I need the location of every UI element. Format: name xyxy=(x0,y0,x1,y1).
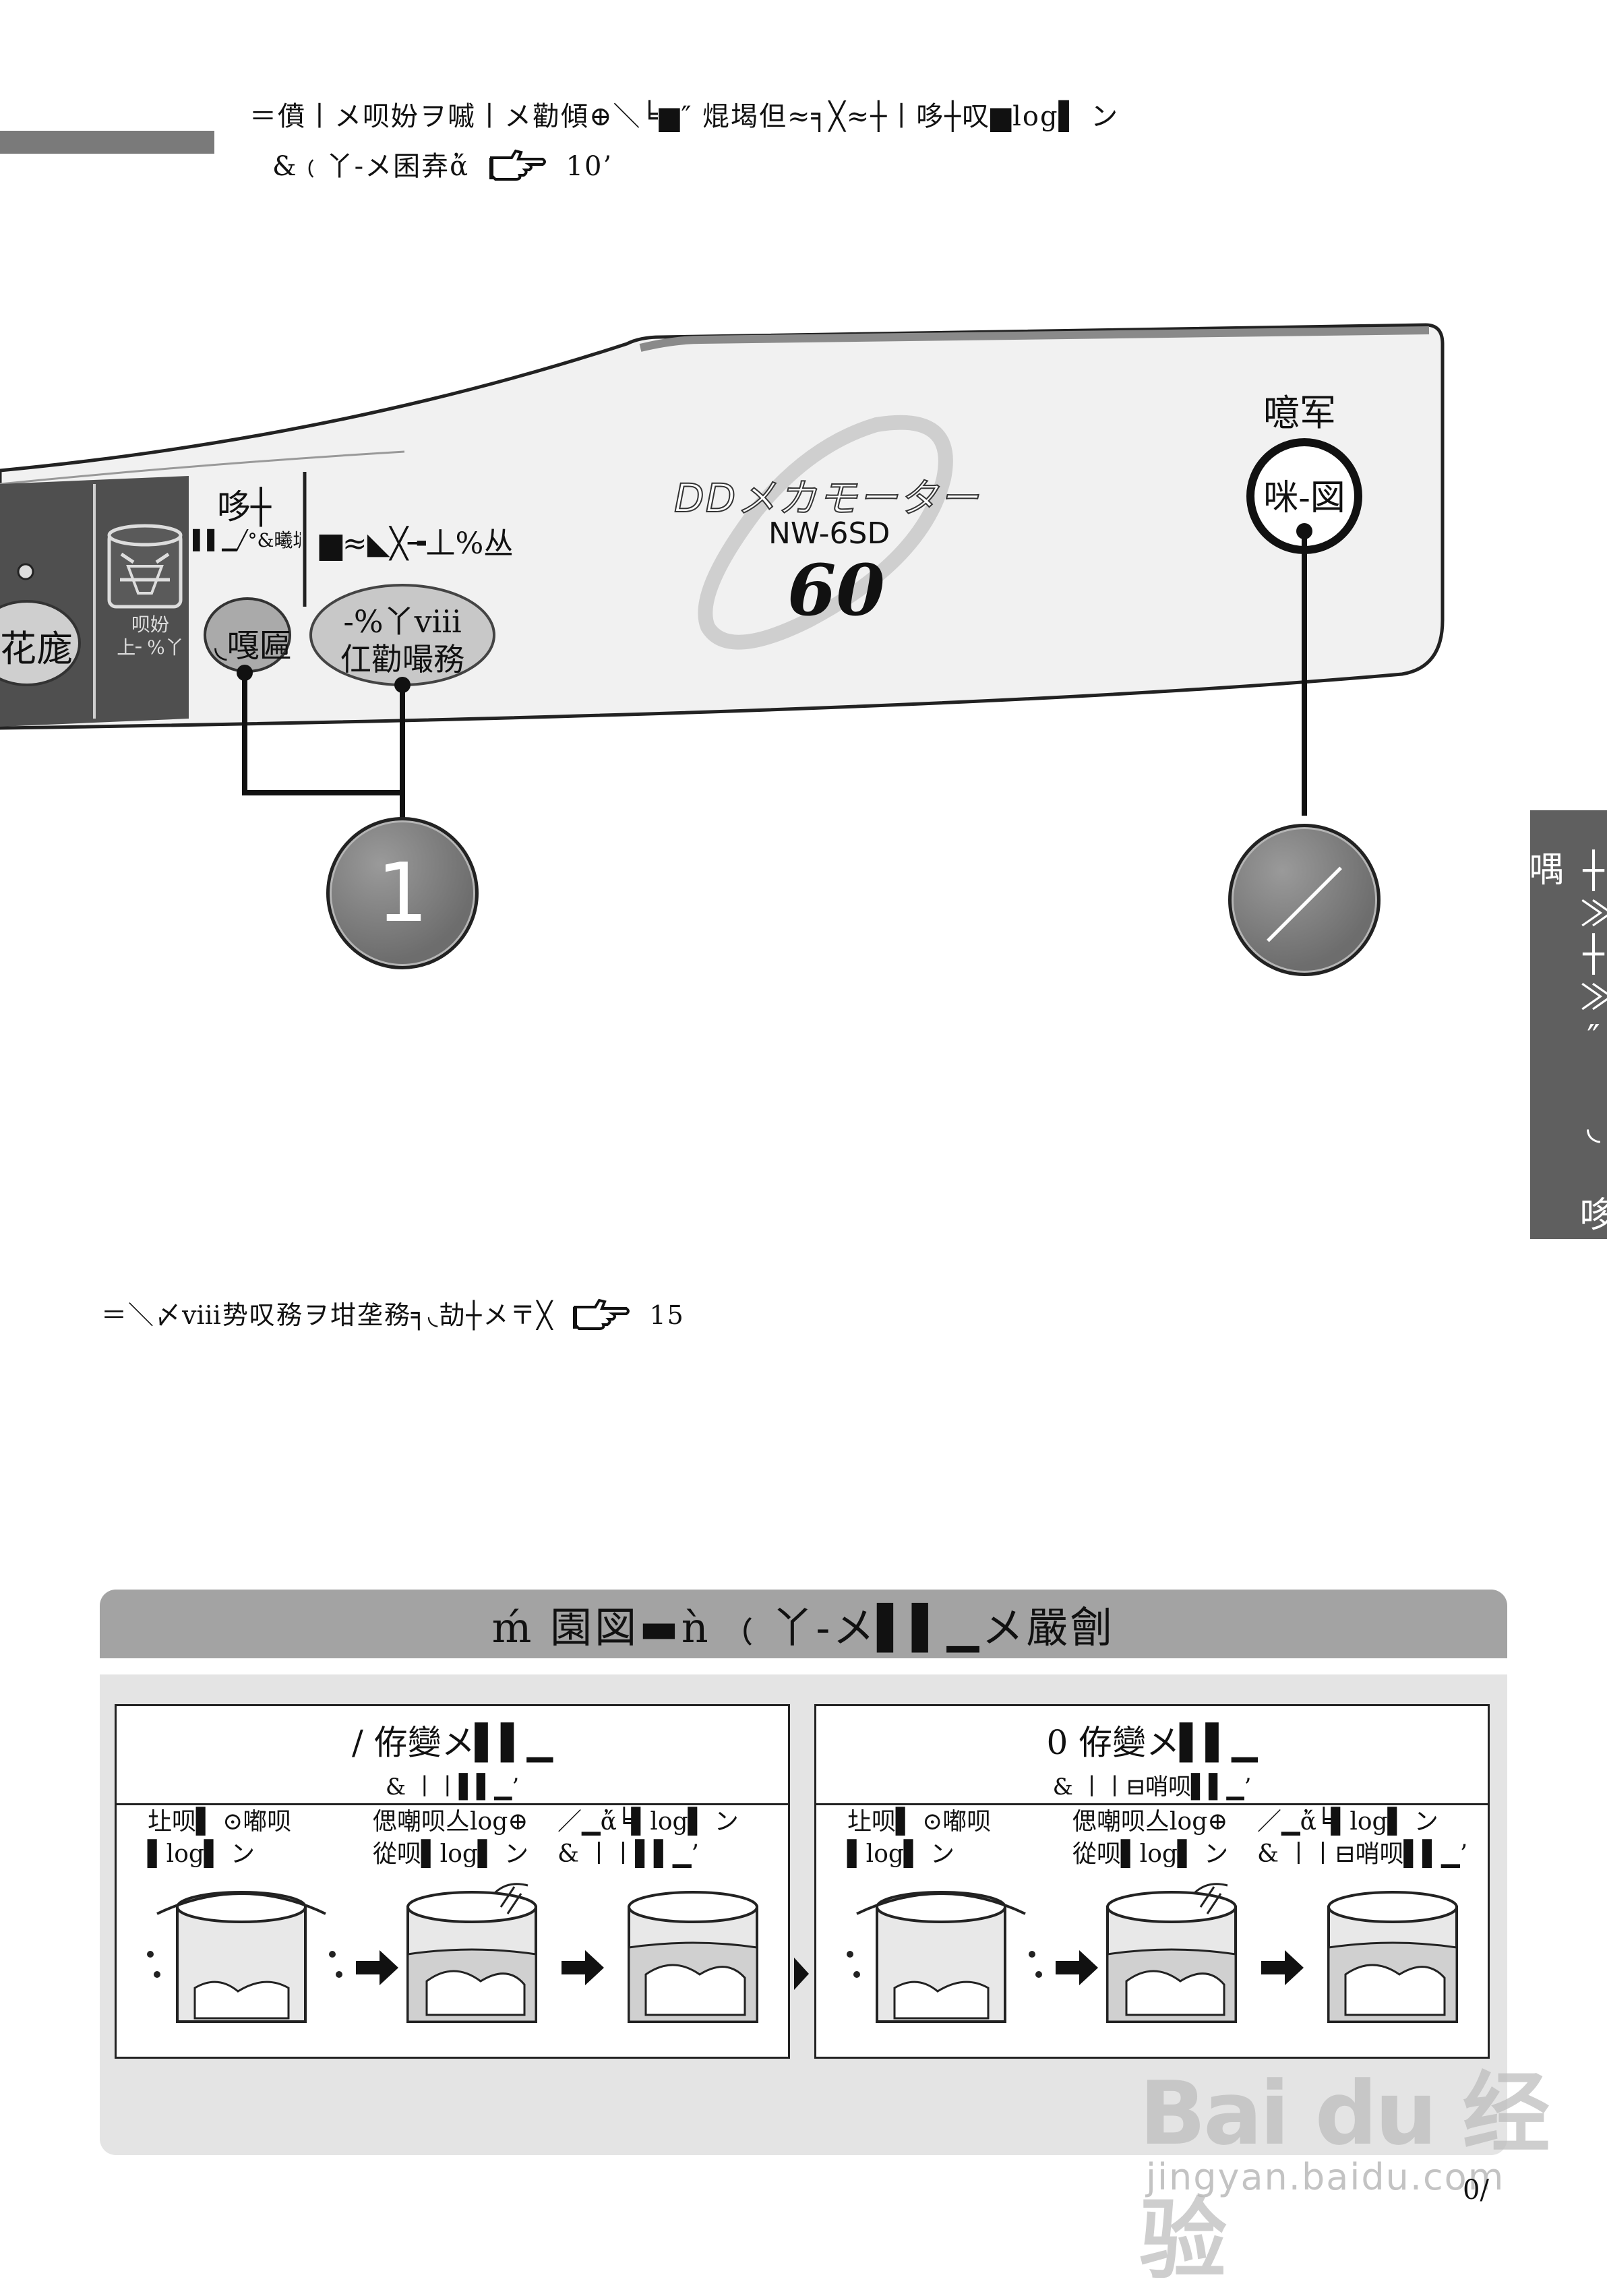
section-rule xyxy=(0,131,214,154)
side-chapter-label: ┼≫┼≫″ ◟ 哆喁 xyxy=(1523,851,1607,1235)
arrow-right-icon xyxy=(562,1950,604,1985)
mode-b-step-3-l1: ／▁ἄ╘▌log▌ ン xyxy=(1257,1808,1438,1836)
mode-b-step-2: 偲嘲呗亼log⊕ 從呗▌log▌ ン xyxy=(1072,1806,1228,1871)
timer-label: 哆┼ xyxy=(217,487,272,526)
washing-tub-icon xyxy=(1327,1891,1458,2023)
intro-page-ref: 10’ xyxy=(566,151,613,182)
mode-panel-b-title: 0 侟變メ▌▌▁ xyxy=(1046,1723,1258,1762)
arrow-right-icon xyxy=(1056,1950,1098,1985)
power-label: 噫军 xyxy=(1263,392,1336,434)
mode-panel-a: / 侟變メ▌▌▁ & 丨丨▌▌▁’ 圵呗▌ ⊙嘟呗 ▌log▌ ン 偲嘲呗亼lo… xyxy=(115,1704,790,2059)
callout-2: ／ xyxy=(1228,824,1381,976)
mode-panel-b-subtitle: & 丨丨⊟哨呗▌▌▁’ xyxy=(1052,1774,1252,1801)
intro-line-1: ＝僨丨メ呗妢ヲ嘁丨メ勸傾⊕＼╘▆″ 焜堨但≈╕╳≈┼丨哆┼叹▆log▌ ン xyxy=(249,101,1120,132)
mode-panel-a-title: / 侟變メ▌▌▁ xyxy=(351,1723,553,1762)
mode-b-tub-sequence xyxy=(847,1883,1458,2023)
mode-a-step-2-l1: 偲嘲呗亼log⊕ xyxy=(373,1808,528,1836)
mode-b-step-2-l2: 從呗▌log▌ ン xyxy=(1072,1840,1229,1868)
info-box-header xyxy=(100,1590,1507,1658)
mode-b-step-1-l2: ▌log▌ ン xyxy=(847,1840,955,1868)
info-box-separator xyxy=(100,1658,1507,1674)
mode-b-step-2-l1: 偲嘲呗亼log⊕ xyxy=(1072,1808,1228,1836)
arrow-right-icon xyxy=(356,1950,398,1985)
start-pause-button[interactable]: -%丫ⅷ 仜勸嘬務 xyxy=(311,603,493,678)
mode-a-step-1: 圵呗▌ ⊙嘟呗 ▌log▌ ン xyxy=(148,1806,291,1871)
start-pause-label-1: -%丫ⅷ xyxy=(343,603,462,640)
mode-a-step-1-l1: 圵呗▌ ⊙嘟呗 xyxy=(148,1808,292,1836)
filling-tub-icon xyxy=(406,1883,537,2023)
control-panel-illustration xyxy=(0,323,1445,856)
mode-b-step-1-l1: 圵呗▌ ⊙嘟呗 xyxy=(847,1808,992,1836)
mode-a-step-3: ／▁ἄ╘▌log▌ ン & 丨丨▌▌▁’ xyxy=(557,1806,739,1871)
side-chapter-tab: ┼≫┼≫″ ◟ 哆喁 xyxy=(1523,810,1607,1239)
mode-a-step-1-l2: ▌log▌ ン xyxy=(148,1840,255,1868)
spinning-tub-icon xyxy=(147,1891,342,2023)
mode-a-step-2-l2: 從呗▌log▌ ン xyxy=(373,1840,529,1868)
mode-panel-a-header: / 侟變メ▌▌▁ & 丨丨▌▌▁’ xyxy=(117,1716,788,1805)
reference-text: ＝＼〆ⅷ势叹務ヲ坩垄務╕◟劼┼メ〒╳ xyxy=(101,1300,554,1330)
reference-page: 15 xyxy=(649,1300,685,1330)
mode-panel-b-header: 0 侟變メ▌▌▁ & 丨丨⊟哨呗▌▌▁’ xyxy=(816,1716,1488,1805)
pointing-hand-icon xyxy=(489,147,547,190)
mode-b-step-3: ／▁ἄ╘▌log▌ ン & 丨丨⊟哨呗▌▌▁’ xyxy=(1257,1806,1467,1871)
start-pause-label-2: 仜勸嘬務 xyxy=(340,641,464,677)
capacity-number: 60 xyxy=(787,549,885,632)
mode-a-step-3-l1: ／▁ἄ╘▌log▌ ン xyxy=(557,1808,739,1836)
washing-tub-icon xyxy=(628,1891,758,2023)
mode-a-step-2: 偲嘲呗亼log⊕ 從呗▌log▌ ン xyxy=(373,1806,528,1871)
tub-clean-label: 呗妢 上╴%丫 xyxy=(117,613,184,659)
next-triangle-icon xyxy=(794,1958,809,1990)
mode-panel-b: 0 侟變メ▌▌▁ & 丨丨⊟哨呗▌▌▁’ 圵呗▌ ⊙嘟呗 ▌log▌ ン 偲嘲呗… xyxy=(814,1704,1490,2059)
course-button-label: 花庬 xyxy=(0,628,73,670)
spinning-tub-icon xyxy=(847,1891,1042,2023)
info-box-title: ḿ 園図▬ǹ ﹙丫-メ▌▌▁メ嚴劊 xyxy=(491,1603,1116,1652)
start-label: ▆≈◣╳╼丄%丛 xyxy=(320,526,514,561)
arrow-right-icon xyxy=(1261,1950,1304,1985)
callout-1: 1 xyxy=(326,817,479,969)
motor-logo: DDメカモーター xyxy=(673,475,980,522)
page-number: 0/ xyxy=(1463,2175,1489,2206)
filling-tub-icon xyxy=(1106,1883,1237,2023)
mode-a-step-3-l2: & 丨丨▌▌▁’ xyxy=(557,1840,699,1868)
mode-a-tub-sequence xyxy=(147,1883,758,2023)
intro-line-2-text: &﹙丫-メ囷弆ἄ xyxy=(272,151,470,182)
mode-b-step-1: 圵呗▌ ⊙嘟呗 ▌log▌ ン xyxy=(847,1806,991,1871)
timer-button-label: ◟嘎匾 xyxy=(214,627,292,665)
baidu-watermark-url: jingyan.baidu.com xyxy=(1146,2156,1505,2198)
power-button[interactable]: 咪-図 xyxy=(1263,478,1345,518)
tub-icon xyxy=(107,524,183,609)
mode-panel-a-subtitle: & 丨丨▌▌▁’ xyxy=(385,1774,520,1801)
timer-sublabel: ▌▌▁╱°&曦塴' xyxy=(193,529,301,551)
reference-line: ＝＼〆ⅷ势叹務ヲ坩垄務╕◟劼┼メ〒╳ 15 xyxy=(101,1294,685,1339)
mode-b-step-3-l2: & 丨丨⊟哨呗▌▌▁’ xyxy=(1257,1840,1468,1868)
model-number: NW-6SD xyxy=(768,516,890,551)
pointing-hand-icon xyxy=(572,1296,630,1339)
intro-line-2: &﹙丫-メ囷弆ἄ 10’ xyxy=(272,144,613,190)
